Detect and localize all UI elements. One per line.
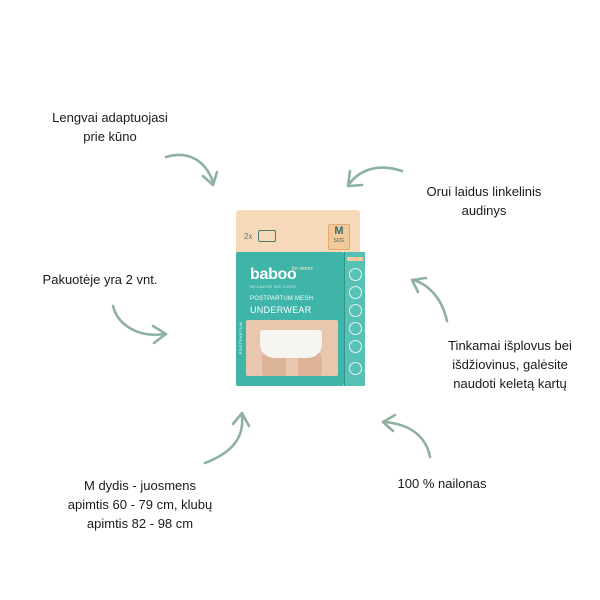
- feature-label-material: 100 % nailonas: [397, 476, 487, 491]
- feature-label-adapts: Lengvai adaptuojasi prie kūno: [52, 110, 168, 144]
- arrow-mid-left-icon: [111, 304, 168, 345]
- arrow-top-right-icon: [346, 166, 404, 188]
- underwear-icon: [258, 230, 276, 242]
- size-badge: M SIZE: [328, 224, 350, 250]
- arrow-bottom-left-icon: [203, 411, 251, 465]
- washable-icon: [349, 340, 362, 353]
- package-front: baboo for moms BECAUSE WE CARE POSTPARTU…: [236, 252, 344, 386]
- feature-label-breathable: Orui laidus linkelinis audinys: [426, 184, 542, 218]
- product-package: 2x M SIZE baboo for moms BECAUSE WE CARE…: [236, 210, 365, 388]
- package-side: [344, 252, 365, 386]
- arrow-mid-right-icon: [410, 276, 449, 323]
- brand-subtitle: for moms: [292, 266, 313, 272]
- underwear-image: [260, 330, 322, 358]
- feature-label-quantity: Pakuotėje yra 2 vnt.: [42, 272, 158, 287]
- soft-icon: [349, 304, 362, 317]
- feature-label-size: M dydis - juosmens apimtis 60 - 79 cm, k…: [67, 478, 213, 531]
- product-name-line1: POSTPARTUM MESH: [250, 296, 314, 302]
- product-name-line2: UNDERWEAR: [250, 305, 312, 315]
- zero-percent-icon: [349, 362, 362, 375]
- product-photo: [246, 320, 338, 376]
- arrow-top-left-icon: [164, 153, 219, 187]
- breathable-icon: [349, 268, 362, 281]
- brand-tagline: BECAUSE WE CARE: [250, 284, 297, 289]
- package-side-text: POSTPARTUM: [238, 322, 243, 355]
- feature-label-reusable: Tinkamai išplovus bei išdžiovinus, galės…: [448, 338, 572, 391]
- package-count: 2x: [244, 232, 253, 241]
- stretch-icon: [349, 286, 362, 299]
- brand-logo: baboo: [250, 266, 297, 283]
- arrow-bottom-right-icon: [381, 413, 432, 459]
- package-top-flap: 2x M SIZE: [236, 210, 360, 256]
- hypoallergenic-icon: [349, 322, 362, 335]
